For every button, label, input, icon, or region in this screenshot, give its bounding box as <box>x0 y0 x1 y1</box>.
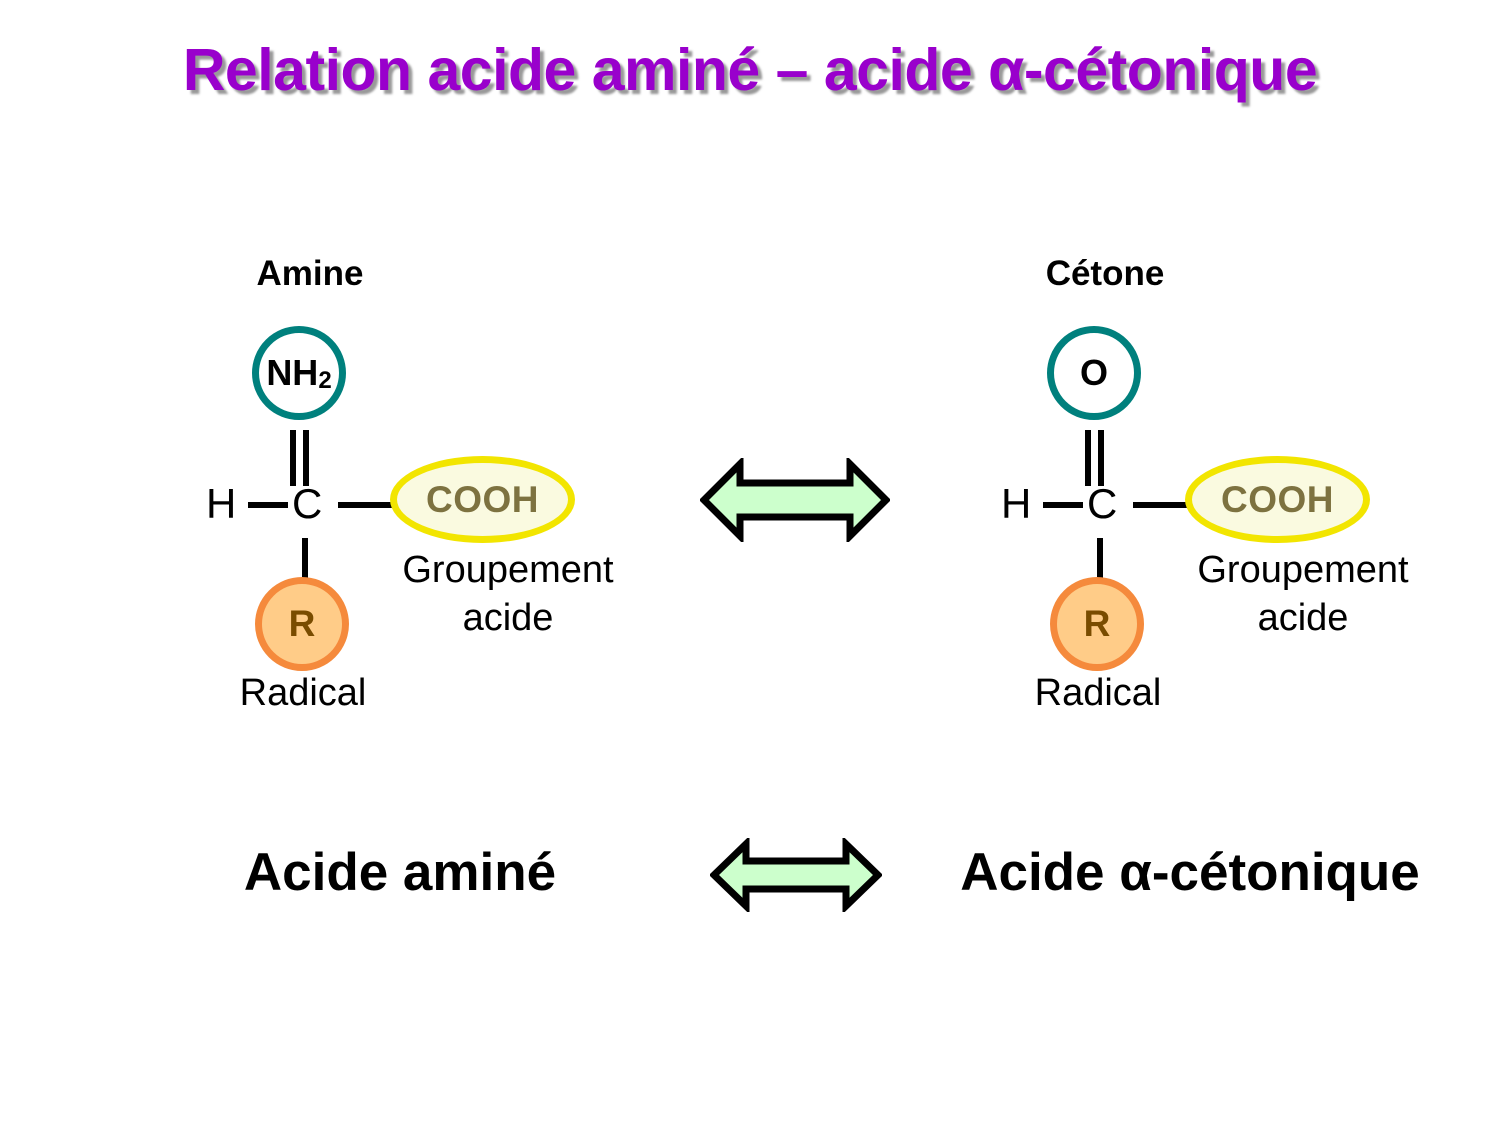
double-headed-arrow-icon <box>699 455 891 545</box>
acid-group-ellipse: COOH <box>1185 456 1370 543</box>
acid-caption-line1: Groupement <box>1197 549 1409 591</box>
radical-label: R <box>1083 603 1111 644</box>
bottom-label-keto-acid: Acide α-cétonique <box>960 843 1420 902</box>
heteroatom-label: O <box>1079 352 1108 393</box>
double-headed-arrow-icon <box>708 835 884 915</box>
atom-carbon-label: C <box>1087 480 1118 527</box>
atom-hydrogen-label: H <box>206 480 237 527</box>
radical-caption: Radical <box>239 672 367 714</box>
double-bond-icon <box>1084 430 1104 486</box>
carbon-backbone-row: H C <box>190 474 660 534</box>
acid-group-ellipse: COOH <box>390 456 575 543</box>
radical-label: R <box>288 603 316 644</box>
bond-c-to-r-icon <box>302 538 308 584</box>
acid-group-label: COOH <box>1221 478 1334 520</box>
radical-circle: R <box>1050 577 1144 671</box>
acid-group-label: COOH <box>426 478 539 520</box>
bond-c-to-r-icon <box>1097 538 1103 584</box>
page-title: Relation acide aminé – acide α-cétonique <box>182 37 1318 103</box>
heteroatom-circle-oxygen: O <box>1047 326 1141 420</box>
group-label-ketone: Cétone <box>1045 254 1165 293</box>
bond-c-to-cooh-icon <box>1133 502 1187 508</box>
bottom-label-amino-acid: Acide aminé <box>243 843 557 902</box>
carbon-backbone-row: H C <box>985 474 1455 534</box>
atom-hydrogen-label: H <box>1001 480 1032 527</box>
acid-caption-line1: Groupement <box>402 549 614 591</box>
radical-circle: R <box>255 577 349 671</box>
heteroatom-subscript: 2 <box>318 367 332 394</box>
double-bond-icon <box>289 430 309 486</box>
acid-group-caption: Groupement acide <box>1178 546 1428 642</box>
heteroatom-label: NH <box>266 352 319 393</box>
radical-caption: Radical <box>1034 672 1162 714</box>
acid-caption-line2: acide <box>1257 597 1349 639</box>
bond-h-to-c-icon <box>248 502 288 508</box>
group-label-amine: Amine <box>256 254 364 293</box>
acid-caption-line2: acide <box>462 597 554 639</box>
bond-c-to-cooh-icon <box>338 502 392 508</box>
molecule-keto-acid: Cétone O H C COOH Groupement acide R Rad… <box>985 250 1455 720</box>
atom-carbon-label: C <box>292 480 323 527</box>
acid-group-caption: Groupement acide <box>383 546 633 642</box>
bond-h-to-c-icon <box>1043 502 1083 508</box>
